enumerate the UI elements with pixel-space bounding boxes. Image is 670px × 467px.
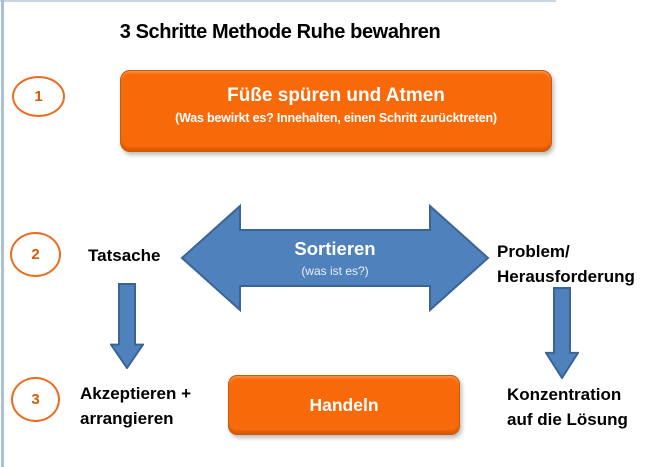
step1-number: 1 bbox=[34, 88, 43, 105]
step3-number-circle: 3 bbox=[11, 377, 60, 422]
akzeptieren-label-line1: Akzeptieren + bbox=[80, 384, 192, 403]
problem-label-line2: Herausforderung bbox=[497, 267, 635, 286]
step3-number: 3 bbox=[31, 391, 40, 408]
page-title: 3 Schritte Methode Ruhe bewahren bbox=[119, 21, 441, 43]
double-arrow-icon bbox=[180, 203, 490, 313]
problem-label: Problem/ Herausforderung bbox=[497, 239, 635, 289]
left-edge-line bbox=[1, 0, 4, 467]
down-arrow-right-shape bbox=[545, 287, 579, 379]
konzentration-label: Konzentration auf die Lösung bbox=[507, 382, 628, 432]
tatsache-label: Tatsache bbox=[88, 246, 161, 265]
step2-number: 2 bbox=[31, 246, 40, 263]
konzentration-label-line1: Konzentration bbox=[507, 385, 622, 404]
step2-number-circle: 2 bbox=[10, 232, 61, 277]
sortieren-double-arrow: Sortieren (was ist es?) bbox=[180, 203, 490, 313]
handeln-box: Handeln bbox=[228, 375, 460, 435]
down-arrow-left-shape bbox=[110, 283, 144, 369]
double-arrow-shape bbox=[180, 203, 490, 313]
step1-box: Füße spüren und Atmen (Was bewirkt es? I… bbox=[120, 70, 552, 152]
step1-number-circle: 1 bbox=[12, 76, 65, 117]
sortieren-label: Sortieren bbox=[294, 238, 376, 259]
sortieren-sublabel: (was ist es?) bbox=[301, 264, 369, 278]
handeln-label: Handeln bbox=[309, 394, 379, 415]
akzeptieren-label-line2: arrangieren bbox=[80, 409, 174, 428]
top-edge-line bbox=[0, 0, 556, 2]
problem-label-line1: Problem/ bbox=[497, 242, 570, 261]
step1-box-subtitle: (Was bewirkt es? Innehalten, einen Schri… bbox=[175, 110, 497, 125]
step1-box-title: Füße spüren und Atmen bbox=[227, 85, 445, 106]
down-arrow-right bbox=[545, 287, 579, 379]
down-arrow-right-icon bbox=[545, 287, 579, 379]
akzeptieren-label: Akzeptieren + arrangieren bbox=[80, 381, 191, 431]
konzentration-label-line2: auf die Lösung bbox=[507, 410, 628, 429]
down-arrow-left bbox=[110, 283, 144, 369]
down-arrow-left-icon bbox=[110, 283, 144, 369]
